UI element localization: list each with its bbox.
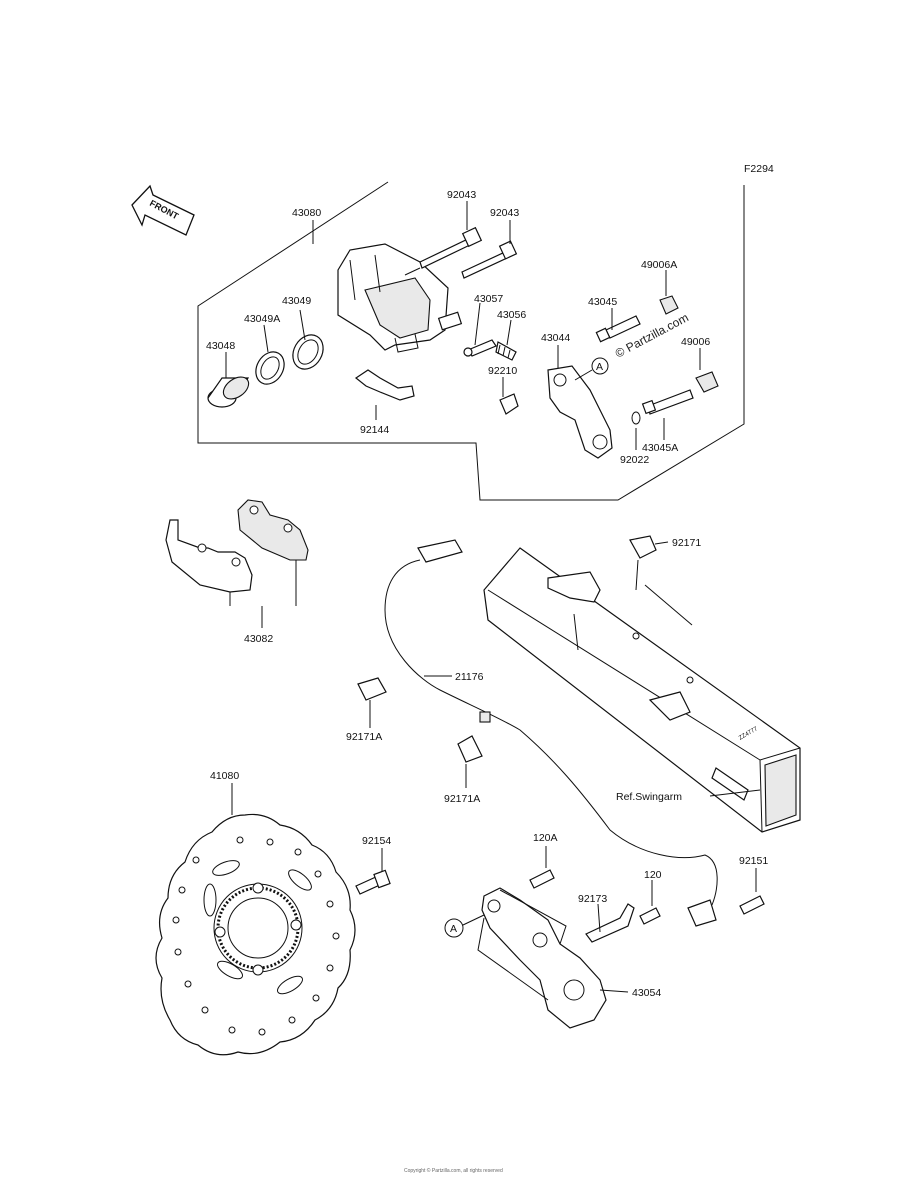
slide-pin-43045 — [595, 315, 641, 343]
label-92154: 92154 — [362, 835, 391, 847]
label-120: 120 — [644, 869, 662, 881]
brake-pad-left — [165, 519, 253, 593]
label-120a: 120A — [533, 832, 558, 844]
svg-text:A: A — [596, 361, 603, 373]
label-92144: 92144 — [360, 424, 389, 436]
label-43082: 43082 — [244, 633, 273, 645]
label-43054: 43054 — [632, 987, 661, 999]
label-43045a: 43045A — [642, 442, 678, 454]
figure-code: F2294 — [744, 163, 774, 175]
cap-92210 — [499, 393, 519, 415]
caliper-assembly-outline — [197, 181, 745, 501]
callout-a-top: A — [574, 357, 609, 381]
watermark: © Partzilla.com — [613, 310, 691, 360]
label-43056: 43056 — [497, 309, 526, 321]
leader-43054 — [477, 917, 629, 1001]
bolt-120 — [639, 880, 661, 925]
slide-pin-43045a — [631, 389, 694, 425]
piston-43048 — [207, 376, 250, 408]
bracket-92173 — [585, 903, 635, 943]
svg-text:A: A — [450, 923, 457, 935]
boot-49006 — [695, 371, 719, 393]
label-92151: 92151 — [739, 855, 768, 867]
label-43049: 43049 — [282, 295, 311, 307]
label-92043-a: 92043 — [447, 189, 476, 201]
seal-43049a — [255, 351, 285, 385]
label-43045: 43045 — [588, 296, 617, 308]
label-49006a: 49006A — [641, 259, 677, 271]
bleeder-valve — [463, 339, 517, 361]
label-43048: 43048 — [206, 340, 235, 352]
ref-swingarm-leader — [709, 789, 761, 797]
disc-bolt-92154 — [355, 848, 391, 895]
label-43044: 43044 — [541, 332, 570, 344]
label-43057: 43057 — [474, 293, 503, 305]
seal-43049 — [292, 334, 324, 370]
label-43049a: 43049A — [244, 313, 280, 325]
caliper-body — [337, 243, 463, 353]
bolt-92151 — [739, 868, 765, 915]
front-arrow-icon: FRONT — [131, 184, 195, 236]
pad-spring-92144 — [354, 369, 415, 401]
caliper-bolt-a — [419, 226, 483, 269]
clamp-92171a-lower — [457, 735, 483, 788]
brake-pad-right — [237, 499, 309, 561]
abs-sensor-wire — [384, 539, 718, 927]
label-92173: 92173 — [578, 893, 607, 905]
label-92171a-upper: 92171A — [346, 731, 382, 743]
caliper-bolt-b — [461, 240, 518, 279]
label-92171a-lower: 92171A — [444, 793, 480, 805]
label-41080: 41080 — [210, 770, 239, 782]
leader-lines-pads — [229, 560, 297, 628]
callout-a-bottom: A — [444, 914, 485, 938]
swingarm: ZZ4777 — [483, 547, 801, 833]
clamp-92171a-upper — [357, 677, 387, 728]
part-labels: 43080 92043 92043 43049 43049A 43048 430… — [206, 189, 768, 999]
brake-disc-41080 — [155, 813, 356, 1056]
bracket-43054 — [481, 887, 607, 1029]
clamp-92171 — [629, 535, 693, 626]
boot-49006a — [659, 295, 679, 315]
label-92171: 92171 — [672, 537, 701, 549]
label-92210: 92210 — [488, 365, 517, 377]
bolt-120a — [529, 846, 555, 889]
footer-copyright: Copyright © Partzilla.com, all rights re… — [404, 1167, 503, 1174]
label-43080: 43080 — [292, 207, 321, 219]
leader-lines-top — [225, 201, 701, 450]
caliper-bracket-43044 — [547, 365, 613, 459]
label-49006: 49006 — [681, 336, 710, 348]
label-92043-b: 92043 — [490, 207, 519, 219]
label-92022: 92022 — [620, 454, 649, 466]
label-ref-swingarm: Ref.Swingarm — [616, 791, 682, 803]
label-21176: 21176 — [455, 671, 484, 683]
